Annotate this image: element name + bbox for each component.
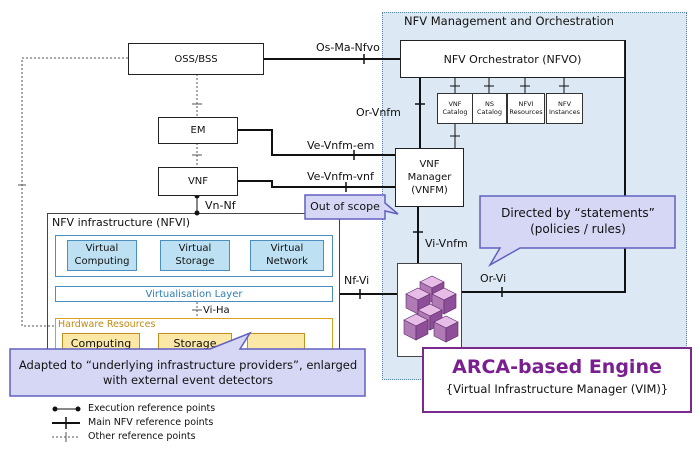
adapted-callout: Adapted to “underlying infrastructure pr…: [18, 357, 358, 387]
directed-callout-shape: [479, 195, 676, 268]
virtualisation-layer-box[interactable]: Virtualisation Layer: [55, 286, 333, 302]
nfvo-label: NFV Orchestrator (NFVO): [443, 52, 582, 66]
or-vi-line: [462, 40, 626, 293]
vnf-label: VNF: [187, 176, 209, 187]
hardware-resources-title: Hardware Resources: [58, 319, 156, 330]
ve-vnfm-vnf-line: [238, 180, 395, 188]
or-vi-label: Or-Vi: [480, 272, 507, 285]
or-vnfm-label: Or-Vnfm: [356, 106, 401, 119]
vnf-catalog-box[interactable]: VNF Catalog: [437, 93, 473, 124]
out-of-scope-callout-shape: [304, 194, 399, 220]
virtual-storage-box[interactable]: Virtual Storage: [160, 240, 230, 271]
ns-catalog-box[interactable]: NS Catalog: [472, 93, 507, 124]
arca-engine-box[interactable]: ARCA-based Engine {Virtual Infrastructur…: [422, 347, 692, 413]
virtual-computing-box[interactable]: Virtual Computing: [67, 240, 137, 271]
nf-vi-label: Nf-Vi: [344, 274, 370, 287]
vi-vnfm-label: Vi-Vnfm: [425, 237, 468, 250]
vnfm-label: VNF Manager (VNFM): [407, 159, 452, 196]
virtual-network-box[interactable]: Virtual Network: [250, 240, 324, 271]
ve-vnfm-vnf-label: Ve-Vnfm-vnf: [307, 170, 374, 183]
legend-main-label: Main NFV reference points: [88, 417, 214, 428]
arca-engine-subtitle: {Virtual Infrastructure Manager (VIM)}: [445, 381, 669, 396]
nfvi-resources-box[interactable]: NFVI Resources: [507, 93, 545, 124]
nfvi-title: NFV infrastructure (NFVI): [52, 216, 191, 229]
ve-vnfm-em-line: [238, 129, 395, 156]
ve-vnfm-em-label: Ve-Vnfm-em: [307, 139, 375, 152]
em-box[interactable]: EM: [158, 117, 238, 144]
purple-cube-cluster-icon: [403, 275, 459, 343]
legend-execution-label: Execution reference points: [88, 403, 216, 414]
oss-other-ref-line: [21, 57, 128, 327]
em-label: EM: [190, 125, 206, 136]
adapted-callout-shape: [9, 331, 366, 397]
vi-ha-label: Vi-Ha: [203, 305, 230, 316]
legend-other-label: Other reference points: [88, 431, 196, 442]
out-of-scope-callout: Out of scope: [310, 199, 380, 213]
directed-callout: Directed by “statements” (policies / rul…: [501, 206, 655, 236]
vn-nf-label: Vn-Nf: [205, 199, 236, 212]
os-ma-nfvo-label: Os-Ma-Nfvo: [316, 41, 380, 54]
nfvo-box[interactable]: NFV Orchestrator (NFVO): [400, 40, 625, 78]
nfv-mano-title: NFV Management and Orchestration: [404, 14, 614, 28]
vnf-box[interactable]: VNF: [158, 167, 238, 196]
vim-engine-box[interactable]: [397, 263, 462, 357]
oss-bss-box[interactable]: OSS/BSS: [128, 43, 264, 75]
arca-engine-title: ARCA-based Engine: [452, 356, 662, 378]
nfv-instances-box[interactable]: NFV Instances: [546, 93, 583, 124]
oss-bss-label: OSS/BSS: [174, 53, 218, 65]
vnfm-box[interactable]: VNF Manager (VNFM): [395, 148, 464, 207]
